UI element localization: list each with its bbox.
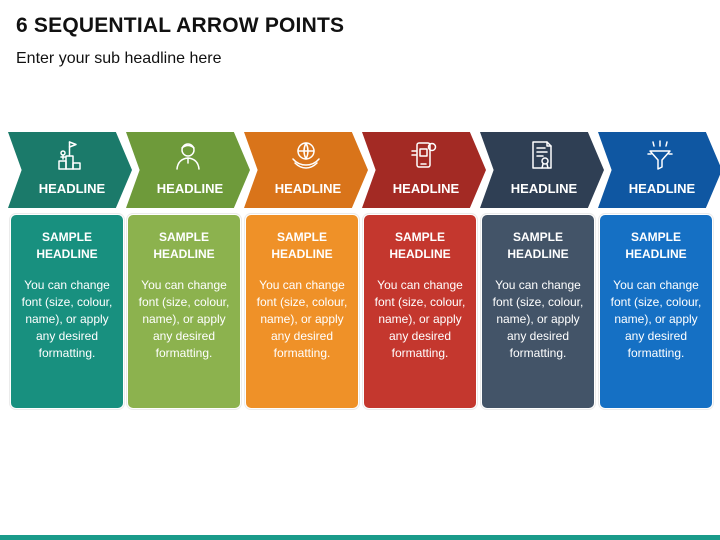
funnel-icon (598, 138, 720, 172)
arrow-headline: HEADLINE (156, 181, 224, 196)
card-text: You can change font (size, colour, name)… (610, 278, 702, 360)
arrow-step-2: HEADLINE (126, 132, 250, 208)
page-subtitle: Enter your sub headline here (16, 50, 222, 67)
podium-flag-icon (8, 138, 132, 172)
card-text: You can change font (size, colour, name)… (21, 278, 113, 360)
arrow-step-3: HEADLINE (244, 132, 368, 208)
card-text: You can change font (size, colour, name)… (492, 278, 584, 360)
card-title: SAMPLE HEADLINE (153, 230, 215, 261)
arrow-step-4: HEADLINE (362, 132, 486, 208)
arrow-step-1: HEADLINE (8, 132, 132, 208)
card-text: You can change font (size, colour, name)… (256, 278, 348, 360)
globe-hands-icon (244, 138, 368, 172)
info-card-2: SAMPLE HEADLINE You can change font (siz… (127, 214, 241, 409)
arrow-headline: HEADLINE (628, 181, 696, 196)
arrow-step-6: HEADLINE (598, 132, 720, 208)
info-card-6: SAMPLE HEADLINE You can change font (siz… (599, 214, 713, 409)
footer-bar (0, 535, 720, 540)
card-title: SAMPLE HEADLINE (389, 230, 451, 261)
arrow-step-5: HEADLINE (480, 132, 604, 208)
card-title: SAMPLE HEADLINE (507, 230, 569, 261)
info-card-4: SAMPLE HEADLINE You can change font (siz… (363, 214, 477, 409)
arrow-headline: HEADLINE (510, 181, 578, 196)
info-card-3: SAMPLE HEADLINE You can change font (siz… (245, 214, 359, 409)
card-title: SAMPLE HEADLINE (625, 230, 687, 261)
arrow-headline: HEADLINE (274, 181, 342, 196)
person-icon (126, 138, 250, 172)
phone-settings-icon (362, 138, 486, 172)
card-text: You can change font (size, colour, name)… (138, 278, 230, 360)
info-card-1: SAMPLE HEADLINE You can change font (siz… (10, 214, 124, 409)
page-title: 6 SEQUENTIAL ARROW POINTS (16, 14, 345, 37)
arrow-headline: HEADLINE (392, 181, 460, 196)
card-title: SAMPLE HEADLINE (271, 230, 333, 261)
card-title: SAMPLE HEADLINE (36, 230, 98, 261)
arrow-headline: HEADLINE (38, 181, 106, 196)
info-card-5: SAMPLE HEADLINE You can change font (siz… (481, 214, 595, 409)
card-text: You can change font (size, colour, name)… (374, 278, 466, 360)
certificate-icon (480, 138, 604, 172)
